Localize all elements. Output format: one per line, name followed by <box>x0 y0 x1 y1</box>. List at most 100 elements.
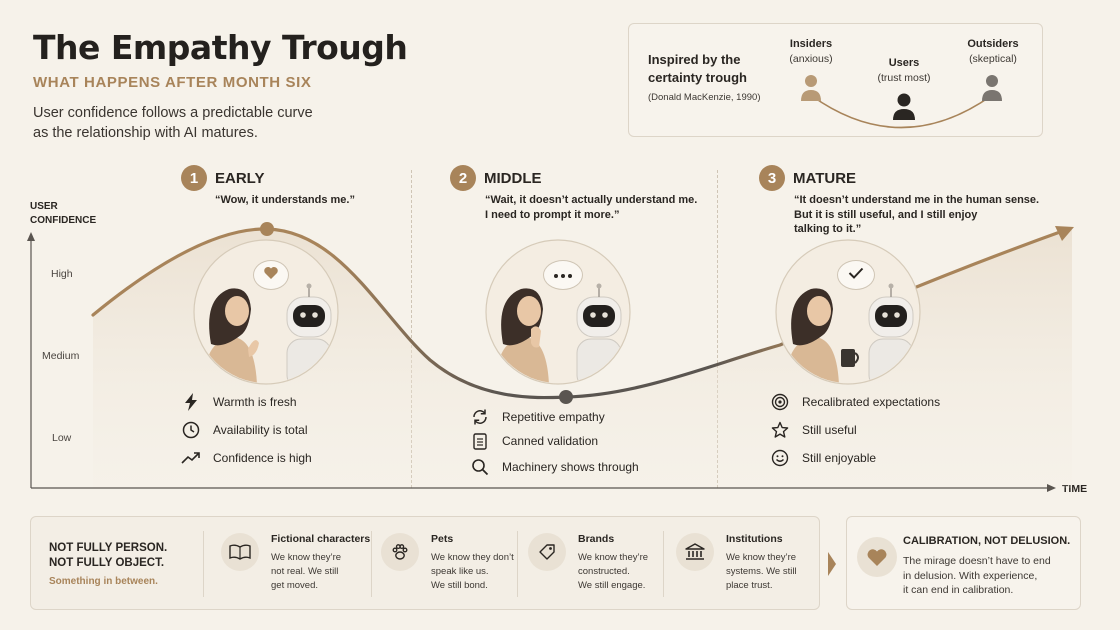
stage-1-feature-2: Availability is total <box>179 420 312 440</box>
stage-3-features: Recalibrated expectations Still useful S… <box>768 392 940 468</box>
stage-1-illustration <box>193 239 339 385</box>
stage-3-quote-line-3: talking to it.” <box>794 223 862 235</box>
book-icon <box>221 533 259 571</box>
footer-heading-line-2: NOT FULLY OBJECT. <box>49 557 165 569</box>
lightning-icon <box>179 393 203 411</box>
trough-marker <box>559 390 573 404</box>
footer-heading-line-1: NOT FULLY PERSON. <box>49 542 168 554</box>
group-users-name: Users <box>888 57 920 69</box>
stage-1-number: 1 <box>181 165 207 191</box>
paw-icon <box>381 533 419 571</box>
coffee-cup <box>841 349 855 367</box>
stage-3-quote: “It doesn’t understand me in the human s… <box>794 193 1039 237</box>
category-institutions: Institutions We know they’re systems. We… <box>676 533 797 593</box>
inspired-citation: (Donald MacKenzie, 1990) <box>648 92 761 103</box>
target-icon <box>768 393 792 411</box>
robot-visor <box>293 305 325 327</box>
star-icon <box>768 421 792 439</box>
ellipsis-icon <box>553 266 573 284</box>
y-axis-title-line-2: CONFIDENCE <box>30 215 97 226</box>
x-axis-arrow <box>1047 484 1056 492</box>
stage-divider-1 <box>411 170 412 488</box>
calibration-heart-icon <box>857 537 897 577</box>
y-level-low: Low <box>52 432 72 444</box>
user-person-icon <box>893 93 915 120</box>
woman-hand-chin <box>531 326 541 348</box>
refresh-icon <box>468 408 492 426</box>
certainty-trough-curve <box>811 95 992 129</box>
group-outsiders-name: Outsiders <box>967 38 1019 50</box>
category-pets-line-2: speak like us. <box>431 566 489 577</box>
page-title: The Empathy Trough <box>33 28 408 67</box>
y-axis-arrow <box>27 232 35 241</box>
stage-2-feature-3: Machinery shows through <box>468 457 639 477</box>
category-pets-line-3: We still bond. <box>431 580 488 591</box>
category-fictional-characters-text: We know they’re not real. We still get m… <box>271 551 370 593</box>
category-brands: Brands We know they’re constructed. We s… <box>528 533 648 593</box>
inspired-line-1: Inspired by the <box>648 52 741 67</box>
stage-2-features: Repetitive empathy Canned validation Mac… <box>468 407 639 477</box>
trend-up-icon <box>179 451 203 465</box>
stage-3-quote-line-2: But it is still useful, and I still enjo… <box>794 208 978 221</box>
document-icon <box>468 432 492 450</box>
category-brands-line-2: constructed. <box>578 566 630 577</box>
stage-2-illustration-svg <box>485 239 631 385</box>
stage-2-number: 2 <box>450 165 476 191</box>
stage-2-feature-2-label: Canned validation <box>502 434 599 448</box>
stage-1-feature-3-label: Confidence is high <box>213 451 312 465</box>
stage-1-feature-1-label: Warmth is fresh <box>213 395 297 409</box>
stage-2-title: MIDDLE <box>484 169 542 187</box>
intro-line-2: as the relationship with AI matures. <box>33 125 258 141</box>
category-institutions-title: Institutions <box>726 533 783 545</box>
category-brands-line-1: We know they’re <box>578 552 649 563</box>
group-insiders-name: Insiders <box>789 38 833 50</box>
stage-1-feature-3: Confidence is high <box>179 448 312 468</box>
category-institutions-line-3: place trust. <box>726 580 773 591</box>
inspired-line-2: certainty trough <box>648 70 747 85</box>
speech-bubble <box>543 260 583 290</box>
woman-hands <box>248 340 259 357</box>
stage-2-feature-3-label: Machinery shows through <box>502 460 639 474</box>
calibration-text: The mirage doesn’t have to end in delusi… <box>903 554 1051 598</box>
group-insiders: Insiders (anxious) <box>779 38 843 65</box>
stage-2-quote-line-2: I need to prompt it more.” <box>485 208 620 221</box>
insider-person-icon <box>801 75 821 101</box>
stage-2-feature-1: Repetitive empathy <box>468 407 639 427</box>
category-fictional-characters-line-3: get moved. <box>271 580 318 591</box>
stage-1-header: 1 EARLY <box>181 165 264 191</box>
stage-2-feature-2: Canned validation <box>468 431 639 451</box>
stage-1-illustration-svg <box>193 239 339 385</box>
calibration-line-1: The mirage doesn’t have to end <box>903 555 1051 567</box>
intro-text: User confidence follows a predictable cu… <box>33 103 313 143</box>
stage-3-feature-3-label: Still enjoyable <box>802 451 877 465</box>
y-axis-title-line-1: USER <box>30 201 58 212</box>
category-brands-line-3: We still engage. <box>578 580 646 591</box>
certainty-trough-svg <box>801 75 1002 129</box>
speech-bubble <box>837 260 875 290</box>
stage-3-number: 3 <box>759 165 785 191</box>
curve-area-fill <box>93 228 1072 488</box>
calibration-box: CALIBRATION, NOT DELUSION. The mirage do… <box>846 516 1081 610</box>
group-outsiders: Outsiders (skeptical) <box>959 38 1027 65</box>
group-users-note: (trust most) <box>877 72 931 84</box>
stage-1-quote: “Wow, it understands me.” <box>215 193 355 208</box>
stage-2-quote-line-1: “Wait, it doesn’t actually understand me… <box>485 194 698 206</box>
category-pets: Pets We know they don’t speak like us. W… <box>381 533 514 593</box>
stage-3-illustration <box>775 239 921 385</box>
stage-2-quote: “Wait, it doesn’t actually understand me… <box>485 193 697 222</box>
calibration-line-2: in delusion. With experience, <box>903 569 1038 582</box>
stage-3-header: 3 MATURE <box>759 165 856 191</box>
footer-divider-0 <box>203 531 204 597</box>
y-level-medium: Medium <box>42 350 80 362</box>
group-users: Users (trust most) <box>869 57 939 84</box>
tag-icon <box>528 533 566 571</box>
category-pets-line-1: We know they don’t <box>431 552 514 563</box>
outsider-person-icon <box>982 75 1002 101</box>
stage-3-title: MATURE <box>793 169 857 187</box>
intro-line-1: User confidence follows a predictable cu… <box>33 105 313 121</box>
magnifier-icon <box>468 458 492 476</box>
footer-categories-box: NOT FULLY PERSON. NOT FULLY OBJECT. Some… <box>30 516 820 610</box>
woman-face <box>225 296 249 326</box>
category-fictional-characters-line-2: not real. We still <box>271 566 339 577</box>
stage-3-feature-2-label: Still useful <box>802 423 857 437</box>
